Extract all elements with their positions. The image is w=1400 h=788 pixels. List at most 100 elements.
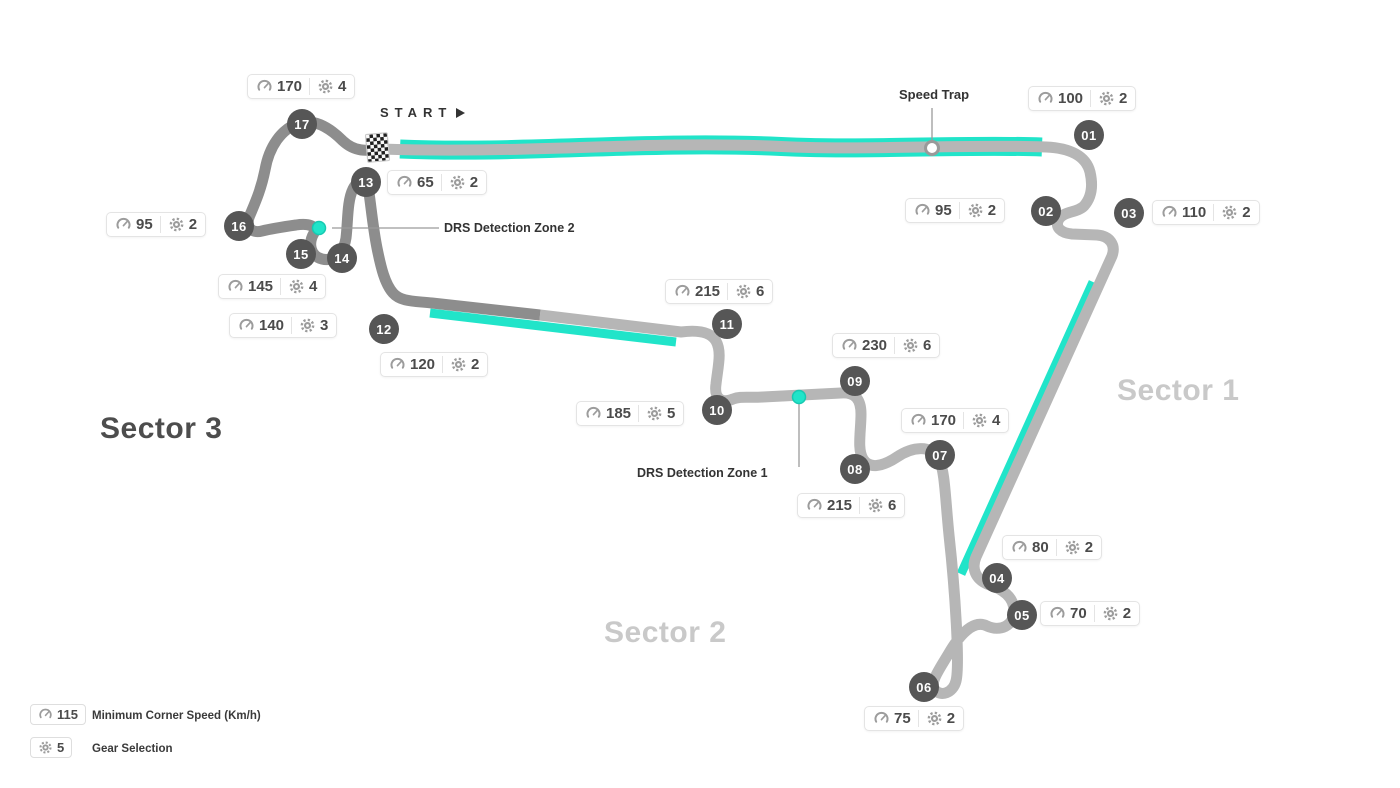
- pill-divider: [291, 317, 293, 334]
- gear-icon: [449, 174, 466, 191]
- corner-badge-08: 08: [840, 454, 870, 484]
- corner-number: 07: [932, 447, 948, 463]
- speedometer-icon: [1011, 539, 1028, 556]
- corner-number: 14: [334, 250, 350, 266]
- corner-badge-11: 11: [712, 309, 742, 339]
- corner-number: 09: [847, 373, 863, 389]
- pill-divider: [1093, 605, 1095, 622]
- pill-divider: [958, 202, 960, 219]
- pill-divider: [280, 278, 282, 295]
- speedometer-icon: [806, 497, 823, 514]
- speedometer-icon: [1049, 605, 1066, 622]
- legend-gear-pill: 5: [30, 737, 73, 758]
- pill-divider: [917, 710, 919, 727]
- speedometer-icon: [910, 412, 927, 429]
- corner-gear: 6: [923, 337, 932, 354]
- legend-speed-pill: 115: [30, 704, 86, 725]
- corner-badge-06: 06: [909, 672, 939, 702]
- corner-speed: 145: [248, 278, 274, 295]
- corner-gear: 6: [888, 497, 897, 514]
- corner-badge-02: 02: [1031, 196, 1061, 226]
- corner-number: 13: [358, 174, 374, 190]
- sector3-label: Sector 3: [100, 412, 223, 445]
- corner-speed: 110: [1182, 204, 1207, 221]
- corner-gear: 4: [309, 278, 318, 295]
- corner-gear: 2: [946, 710, 956, 727]
- corner-number: 11: [719, 316, 735, 332]
- gear-icon: [1064, 539, 1081, 556]
- speedometer-icon: [873, 710, 890, 727]
- sector2-label: Sector 2: [604, 616, 727, 649]
- corner-speed: 140: [259, 317, 285, 334]
- corner-number: 17: [294, 116, 310, 132]
- speedometer-icon: [256, 78, 273, 95]
- corner-badge-07: 07: [925, 440, 955, 470]
- gear-icon: [926, 710, 943, 727]
- corner-info-03: 110 2: [1152, 200, 1260, 225]
- corner-badge-05: 05: [1007, 600, 1037, 630]
- corner-number: 05: [1014, 607, 1030, 623]
- corner-speed: 185: [606, 405, 632, 422]
- gear-icon: [168, 216, 185, 233]
- legend-gear-label: Gear Selection: [92, 743, 173, 755]
- corner-gear: 2: [1242, 204, 1251, 221]
- corner-speed: 100: [1058, 90, 1084, 107]
- corner-info-08: 215 6: [797, 493, 906, 518]
- corner-badge-01: 01: [1074, 120, 1104, 150]
- speedometer-icon: [396, 174, 413, 191]
- corner-gear: 3: [320, 317, 329, 334]
- corner-number: 02: [1038, 203, 1054, 219]
- drs-detection-zone2-marker: [311, 220, 327, 236]
- corner-number: 16: [231, 218, 247, 234]
- gear-icon: [646, 405, 663, 422]
- speedometer-icon: [674, 283, 691, 300]
- sector1-label: Sector 1: [1117, 374, 1240, 407]
- corner-number: 01: [1081, 127, 1097, 143]
- corner-badge-03: 03: [1114, 198, 1144, 228]
- speed-trap-marker: [924, 140, 940, 156]
- gear-icon: [1098, 90, 1115, 107]
- legend-speed-value: 115: [57, 707, 78, 722]
- corner-speed: 95: [136, 216, 153, 233]
- speedometer-icon: [585, 405, 602, 422]
- gear-icon: [971, 412, 988, 429]
- corner-badge-09: 09: [840, 366, 870, 396]
- corner-number: 04: [989, 570, 1005, 586]
- corner-gear: 2: [1084, 539, 1094, 556]
- gear-icon: [450, 356, 467, 373]
- corner-speed: 215: [695, 283, 721, 300]
- corner-info-15: 140 3: [229, 313, 338, 338]
- gear-icon: [967, 202, 984, 219]
- speedometer-icon: [1037, 90, 1054, 107]
- corner-number: 03: [1121, 205, 1137, 221]
- gear-icon: [1221, 204, 1238, 221]
- gear-icon: [867, 497, 884, 514]
- pill-divider: [894, 337, 896, 354]
- corner-speed: 215: [827, 497, 853, 514]
- corner-gear: 2: [1119, 90, 1128, 107]
- pill-divider: [1090, 90, 1092, 107]
- corner-info-14: 145 4: [218, 274, 327, 299]
- corner-badge-04: 04: [982, 563, 1012, 593]
- speedometer-icon: [38, 707, 53, 722]
- pill-divider: [859, 497, 861, 514]
- speedometer-icon: [914, 202, 931, 219]
- corner-badge-13: 13: [351, 167, 381, 197]
- corner-gear: 2: [1122, 605, 1132, 622]
- corner-number: 10: [709, 402, 725, 418]
- speedometer-icon: [238, 317, 255, 334]
- corner-info-01: 100 2: [1028, 86, 1137, 111]
- start-finish-checkered-flag: [364, 132, 391, 163]
- gear-icon: [1102, 605, 1119, 622]
- gear-icon: [288, 278, 305, 295]
- start-arrow-icon: [456, 107, 466, 118]
- drs-detection-zone1-label: DRS Detection Zone 1: [637, 466, 768, 480]
- gear-icon: [735, 283, 752, 300]
- pill-divider: [440, 174, 442, 191]
